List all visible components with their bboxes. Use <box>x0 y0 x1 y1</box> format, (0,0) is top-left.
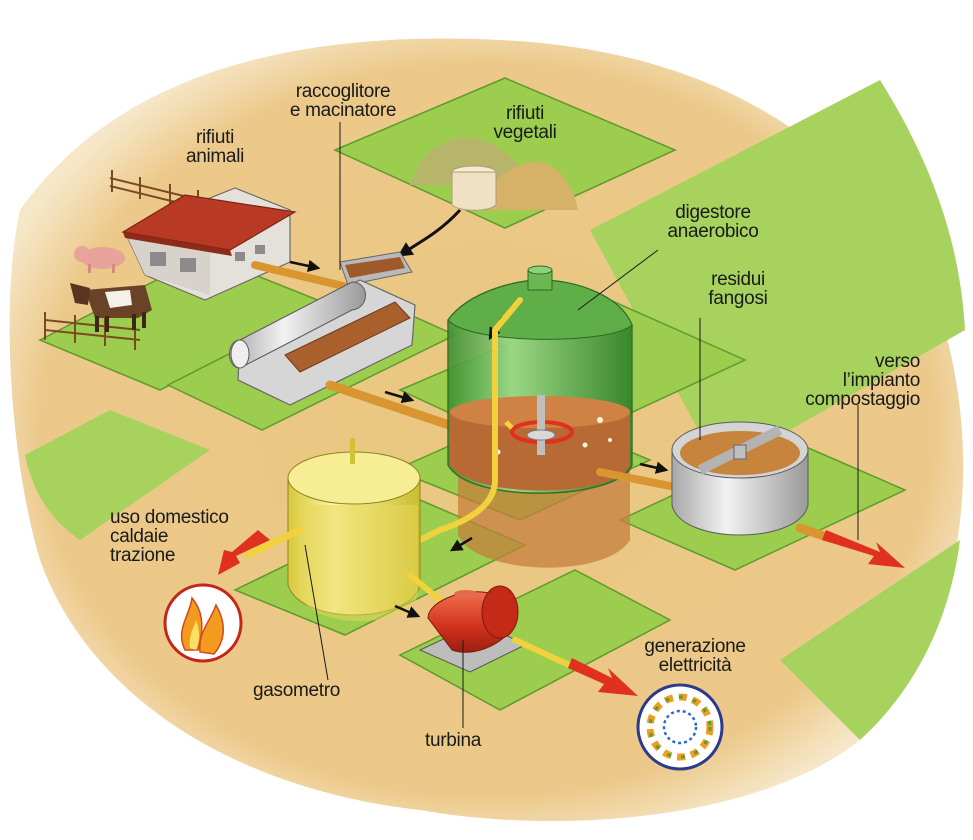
cow <box>70 283 152 332</box>
generator-icon <box>636 683 724 771</box>
flow-arrow-vegetal <box>397 208 462 257</box>
digester <box>447 265 633 494</box>
farm-barn <box>121 187 297 301</box>
label-generazione: generazione elettricità <box>644 636 746 676</box>
label-residui: residui fangosi <box>708 269 768 309</box>
pipe-to-domestic <box>244 526 304 559</box>
label-turbina: turbina <box>425 730 481 751</box>
gasometer <box>287 438 421 622</box>
pipe-farm-to-grinder <box>251 261 364 294</box>
label-gasometro: gasometro <box>253 680 341 701</box>
flow-arrow-turbine <box>394 604 421 618</box>
field-right-bottom <box>780 540 960 740</box>
platform-turbine <box>398 569 672 711</box>
arrow-domestic <box>218 530 270 575</box>
grinder <box>229 251 416 406</box>
pig <box>74 246 125 273</box>
flow-arrow-farm <box>289 259 321 273</box>
pipe-grinder-to-digester <box>325 380 475 437</box>
arrow-electricity <box>568 658 638 696</box>
gas-pipe <box>417 297 523 543</box>
label-digestore: digestore anaerobico <box>667 202 759 242</box>
flow-arrow-sludge <box>639 461 669 474</box>
label-verso: verso l’impianto compostaggio <box>805 351 920 410</box>
label-uso: uso domestico caldaie trazione <box>110 507 229 566</box>
vegetal-waste <box>410 137 578 211</box>
flame-icon <box>163 583 243 663</box>
pipe-to-turbine <box>407 572 443 603</box>
leader-lines <box>304 122 859 728</box>
arrow-compost <box>822 530 905 568</box>
label-rifiuti-animali: rifiuti animali <box>185 127 245 167</box>
field-left <box>25 410 210 540</box>
sludge-tank <box>671 421 809 536</box>
turbine <box>418 585 527 673</box>
flow-arrow-grinder <box>384 390 415 404</box>
flow-arrow-gas <box>449 536 473 552</box>
label-rifiuti-vegetali: rifiuti vegetali <box>493 103 557 143</box>
pipe-to-electricity <box>512 637 583 673</box>
label-raccoglitore: raccoglitore e macinatore <box>289 81 397 121</box>
